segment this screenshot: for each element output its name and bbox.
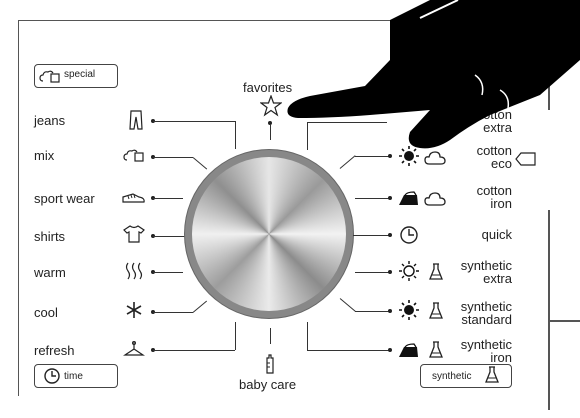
connector-line [355,272,389,274]
synthetic-group-bracket [420,364,512,388]
iron-icon [397,341,421,361]
connector-dot [388,233,392,237]
cloud-icon [423,189,447,209]
program-mix-label[interactable]: mix [34,148,55,163]
connector-dot [268,121,272,125]
baby-care-label[interactable]: baby care [239,377,297,392]
connector-line [307,122,309,150]
program-warm-label[interactable]: warm [34,265,66,280]
tag-icon [514,149,538,169]
program-jeans-label[interactable]: jeans [34,113,66,128]
connector-line [153,312,193,314]
connector-line [307,122,387,124]
connector-line [307,350,389,352]
star-icon [259,95,283,117]
connector-dot [388,270,392,274]
connector-line [153,236,185,238]
sun-outline-icon [397,261,421,281]
sun-icon [397,300,421,320]
sun-icon [397,146,421,166]
connector-line [269,328,271,344]
program-quick-label[interactable]: quick [481,227,512,242]
connector-line [153,198,183,200]
program-cool-label[interactable]: cool [34,305,58,320]
favorites-label[interactable]: favorites [243,80,293,95]
connector-dot [388,196,392,200]
connector-line [355,156,389,158]
connector-line [153,157,193,159]
synthetic-label: synthetic [432,371,472,382]
flask-icon [424,301,448,321]
time-label: time [64,371,83,382]
connector-line [153,350,235,352]
shirt-icon [122,224,146,244]
shoe-icon [122,188,146,208]
connector-line [235,121,237,149]
connector-line [355,311,389,313]
program-shirts-label[interactable]: shirts [34,229,66,244]
time-group-bracket [34,364,118,388]
cloud-icon [423,148,447,168]
baby-bottle-icon [258,354,282,374]
pointing-hand-icon [287,0,580,149]
connector-line [153,272,183,274]
connector-dot [388,348,392,352]
warm-waves-icon [122,261,146,281]
connector-line [153,121,235,123]
program-sport-wear-label[interactable]: sport wear [34,191,95,206]
hanger-icon [122,339,146,359]
connector-dot [388,309,392,313]
connector-line [307,322,309,350]
connector-line [235,322,237,350]
special-label: special [64,69,96,80]
program-selector-dial[interactable] [192,157,346,311]
connector-line [353,235,389,237]
connector-dot [388,154,392,158]
flask-icon [424,262,448,282]
flask-icon [424,340,448,360]
connector-line [355,198,389,200]
mix-cloud-icon [122,145,146,165]
iron-icon [397,189,421,209]
program-refresh-label[interactable]: refresh [34,343,75,358]
cloud-shirt-icon [38,66,62,86]
flask-icon [480,365,504,385]
jeans-icon [124,110,148,130]
control-panel [18,20,546,396]
connector-line [269,124,271,140]
special-group-bracket [34,64,118,88]
clock-icon [397,225,421,245]
clock-icon [40,366,64,386]
snowflake-icon [122,300,146,320]
